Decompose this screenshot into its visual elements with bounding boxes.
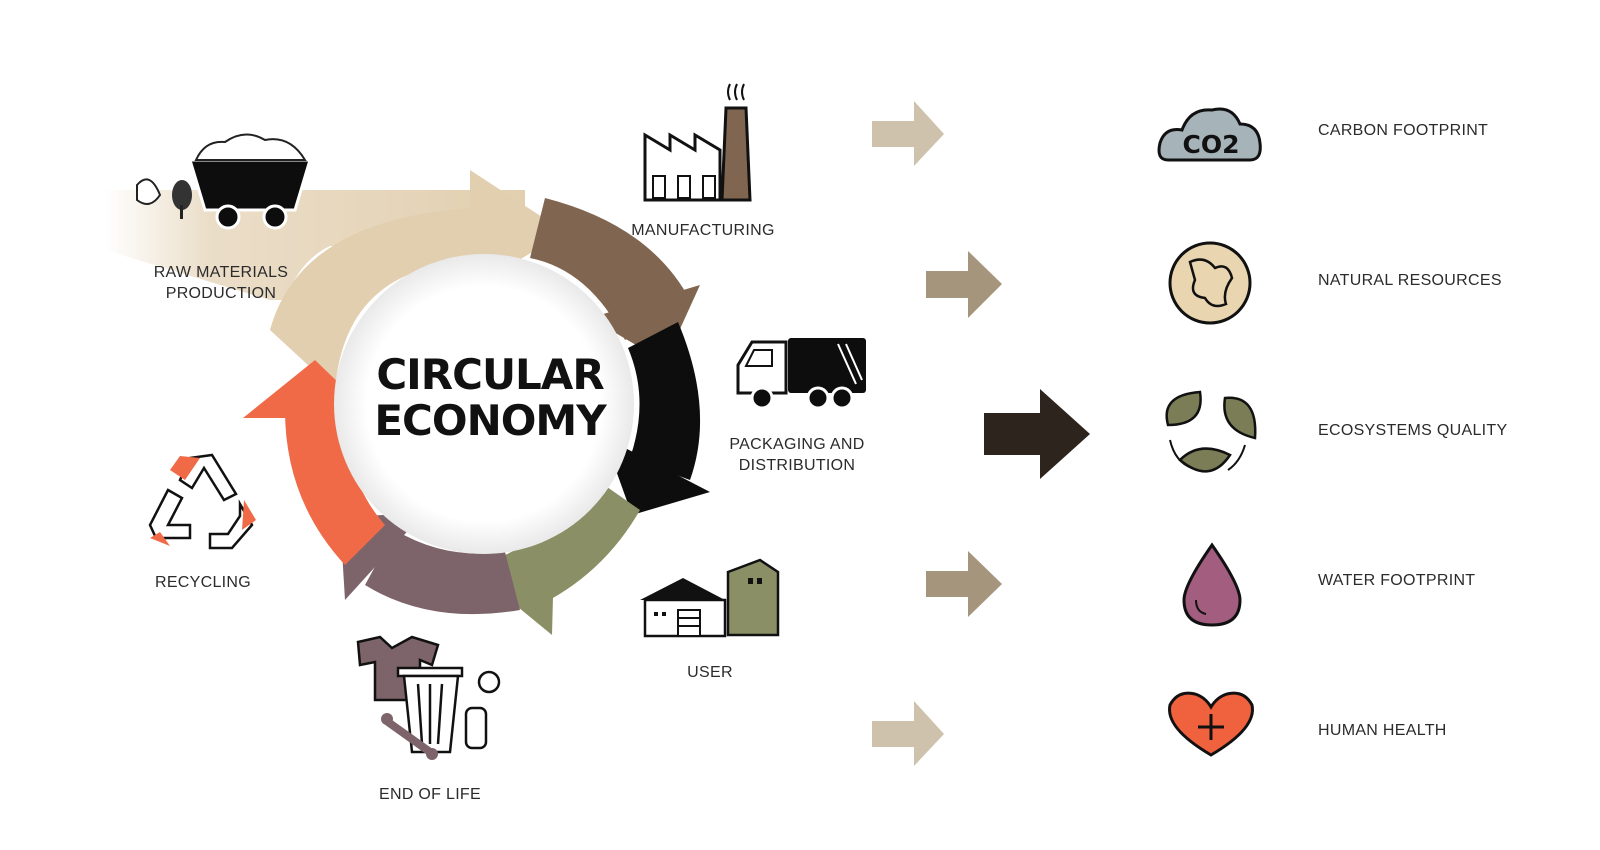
co2-cloud-icon: CO2 xyxy=(1157,107,1262,162)
co2-text: CO2 xyxy=(1183,130,1240,159)
ring-arrowhead-olive xyxy=(485,520,555,635)
ring-segment-beige xyxy=(270,208,470,390)
impact-arrow-5 xyxy=(872,701,944,766)
impact-arrow-2 xyxy=(926,251,1002,318)
ring-segment-black xyxy=(628,322,701,480)
impact-arrow-3 xyxy=(984,389,1090,479)
globe-icon xyxy=(1168,241,1252,325)
end-of-life-label: END OF LIFE xyxy=(379,786,481,803)
impact-arrow-1 xyxy=(872,101,944,166)
raw-materials-line-1: RAW MATERIALS xyxy=(153,264,289,281)
recycle-icon xyxy=(148,453,256,550)
center-circle xyxy=(334,254,634,554)
raw-materials-line-2: PRODUCTION xyxy=(165,285,277,302)
factory-icon xyxy=(643,83,752,202)
packaging-line-1: PACKAGING AND xyxy=(729,436,865,453)
water-drop-icon xyxy=(1182,542,1242,627)
heart-plus-icon xyxy=(1168,691,1254,757)
mining-cart-icon xyxy=(136,133,313,230)
diagram-title: CIRCULAR ECONOMY xyxy=(360,352,620,444)
manufacturing-label: MANUFACTURING xyxy=(631,222,775,239)
impact-label-resources: NATURAL RESOURCES xyxy=(1318,272,1502,289)
impact-label-health: HUMAN HEALTH xyxy=(1318,722,1447,739)
house-icon xyxy=(640,558,780,638)
packaging-label: PACKAGING AND DISTRIBUTION xyxy=(716,434,878,476)
leaves-icon xyxy=(1165,390,1257,473)
recycling-label: RECYCLING xyxy=(154,574,252,591)
impact-label-ecosystems: ECOSYSTEMS QUALITY xyxy=(1318,422,1508,439)
raw-materials-label: RAW MATERIALS PRODUCTION xyxy=(140,262,302,304)
title-line-2: ECONOMY xyxy=(374,396,606,445)
title-line-1: CIRCULAR xyxy=(376,350,604,399)
ring-segment-coral xyxy=(285,410,385,565)
impact-arrow-4 xyxy=(926,551,1002,617)
truck-icon xyxy=(736,338,866,410)
impact-label-carbon: CARBON FOOTPRINT xyxy=(1318,122,1489,139)
ring-arrowhead-black xyxy=(604,437,710,515)
ring-segment-mauve xyxy=(365,530,520,615)
user-label: USER xyxy=(687,664,733,681)
packaging-line-2: DISTRIBUTION xyxy=(738,457,856,474)
trash-can-icon xyxy=(356,635,501,760)
impact-label-water: WATER FOOTPRINT xyxy=(1318,572,1476,589)
